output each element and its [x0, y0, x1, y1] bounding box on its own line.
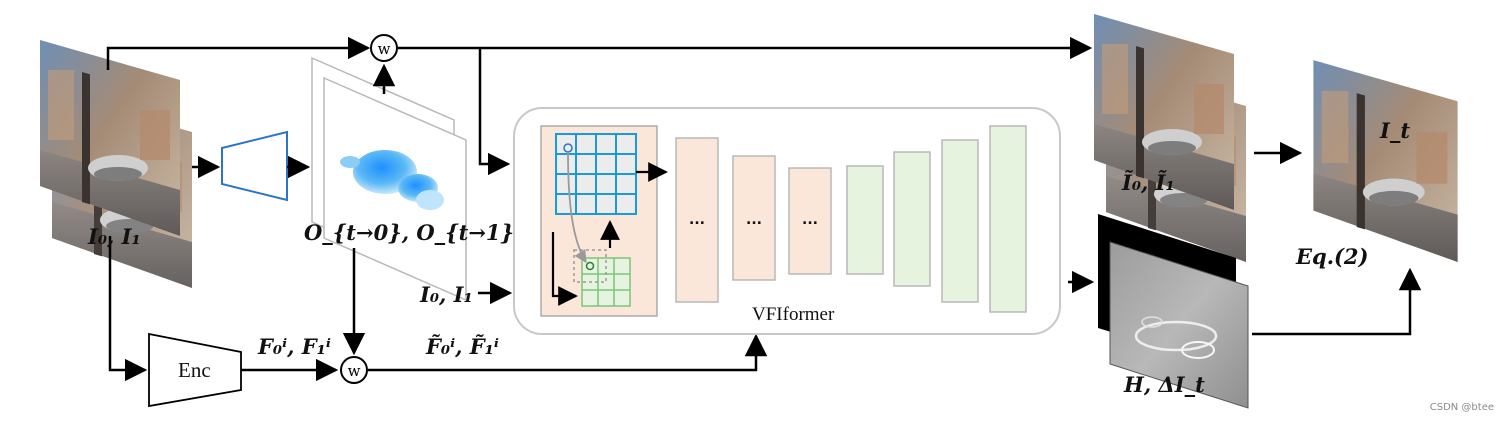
label-output: I_t	[1380, 118, 1411, 143]
label-features: F₀ⁱ, F₁ⁱ	[258, 334, 331, 359]
flow-maps	[311, 56, 467, 302]
block-3	[788, 167, 832, 275]
label-warped-features: F̃₀ⁱ, F̃₁ⁱ	[426, 334, 499, 359]
warp-node-top	[370, 34, 398, 62]
label-equation: Eq.(2)	[1296, 244, 1369, 269]
label-encoder: Enc	[178, 358, 211, 382]
watermark: CSDN @btee	[1430, 402, 1494, 413]
flow-estimator-block	[221, 130, 288, 202]
block-7	[989, 125, 1027, 313]
warp-symbol-bottom: w	[348, 362, 361, 380]
warp-node-bottom	[340, 356, 368, 384]
block-1	[675, 137, 719, 303]
label-vfiformer: VFIformer	[752, 304, 835, 325]
dots-3: ...	[802, 212, 818, 228]
block-5	[893, 151, 931, 287]
key-grid	[573, 249, 631, 307]
label-residual: H, ΔI_t	[1124, 372, 1205, 397]
input-frames-stack	[40, 40, 192, 288]
label-flow: O_{t→0}, O_{t→1}	[304, 220, 515, 245]
output-frame	[1313, 60, 1458, 262]
encoder-block	[148, 332, 242, 408]
dots-1: ...	[689, 212, 705, 228]
label-warped-frames: Ĩ₀, Ĩ₁	[1122, 170, 1175, 195]
warp-symbol-top: w	[378, 40, 391, 58]
dots-2: ...	[746, 212, 762, 228]
block-6	[941, 139, 979, 303]
label-input-frames-2: I₀, I₁	[420, 282, 473, 307]
block-4	[846, 165, 884, 275]
block-2	[732, 155, 776, 281]
residual-maps	[1098, 214, 1249, 409]
transformer-blocks	[675, 125, 1027, 313]
label-input-frames: I₀, I₁	[88, 224, 141, 249]
